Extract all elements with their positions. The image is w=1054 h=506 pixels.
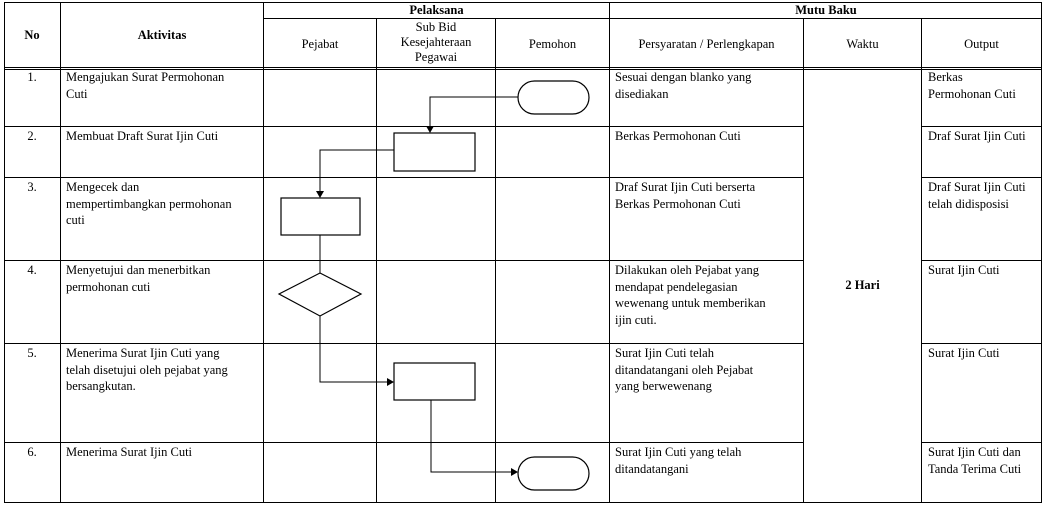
row-4-output: Surat Ijin Cuti <box>928 263 1000 277</box>
header-aktivitas: Aktivitas <box>137 28 187 42</box>
header-pejabat: Pejabat <box>301 37 339 51</box>
terminator-start <box>517 80 590 115</box>
decision-diamond <box>277 272 363 317</box>
row-4-aktivitas: Menyetujui dan menerbitkan permohonan cu… <box>66 263 211 294</box>
header-pelaksana: Pelaksana <box>409 3 464 17</box>
header-mutu-baku: Mutu Baku <box>795 3 857 17</box>
header-no: No <box>24 28 40 42</box>
arrowhead-icon <box>426 126 434 133</box>
row-5-persyaratan: Surat Ijin Cuti telah ditandatangani ole… <box>615 346 754 393</box>
header-output: Output <box>964 37 999 51</box>
row-3-aktivitas: Mengecek dan mempertimbangkan permohonan… <box>66 180 232 227</box>
connector-5-6 <box>430 400 512 473</box>
row-1-output: Berkas Permohonan Cuti <box>928 70 1016 101</box>
row-4-persyaratan: Dilakukan oleh Pejabat yang mendapat pen… <box>615 263 766 327</box>
header-persyaratan: Persyaratan / Perlengkapan <box>638 37 775 51</box>
process-draft-box <box>393 132 476 172</box>
row-1-persyaratan: Sesuai dengan blanko yang disediakan <box>615 70 752 101</box>
row-6-persyaratan: Surat Ijin Cuti yang telah ditandatangan… <box>615 445 742 476</box>
row-5-no: 5. <box>27 346 37 360</box>
process-check-box <box>280 197 361 236</box>
row-6-no: 6. <box>27 445 37 459</box>
row-5-aktivitas: Menerima Surat Ijin Cuti yang telah dise… <box>66 346 228 393</box>
header-subbid: Sub Bid Kesejahteraan Pegawai <box>400 20 472 64</box>
connector-2-3 <box>319 149 394 192</box>
row-1-aktivitas: Mengajukan Surat Permohonan Cuti <box>66 70 225 101</box>
row-3-no: 3. <box>27 180 37 194</box>
process-receive-box <box>393 362 476 401</box>
row-2-output: Draf Surat Ijin Cuti <box>928 129 1026 143</box>
row-5-output: Surat Ijin Cuti <box>928 346 1000 360</box>
arrowhead-icon <box>316 191 324 198</box>
row-3-persyaratan: Draf Surat Ijin Cuti berserta Berkas Per… <box>615 180 756 211</box>
row-2-aktivitas: Membuat Draft Surat Ijin Cuti <box>66 129 219 143</box>
arrowhead-icon <box>387 378 394 386</box>
header-pemohon: Pemohon <box>528 37 577 51</box>
connector-1-2 <box>429 96 518 127</box>
row-2-no: 2. <box>27 129 37 143</box>
row-4-no: 4. <box>27 263 37 277</box>
table-border <box>4 2 1042 503</box>
terminator-end <box>517 456 590 491</box>
waktu-value: 2 Hari <box>845 278 880 292</box>
header-waktu: Waktu <box>846 37 879 51</box>
row-3-output: Draf Surat Ijin Cuti telah didisposisi <box>928 180 1026 211</box>
row-1-no: 1. <box>27 70 37 84</box>
row-6-output: Surat Ijin Cuti dan Tanda Terima Cuti <box>928 445 1022 476</box>
arrowhead-icon <box>511 468 518 476</box>
row-6-aktivitas: Menerima Surat Ijin Cuti <box>66 445 193 459</box>
connector-4-5 <box>319 316 388 383</box>
row-2-persyaratan: Berkas Permohonan Cuti <box>615 129 741 143</box>
